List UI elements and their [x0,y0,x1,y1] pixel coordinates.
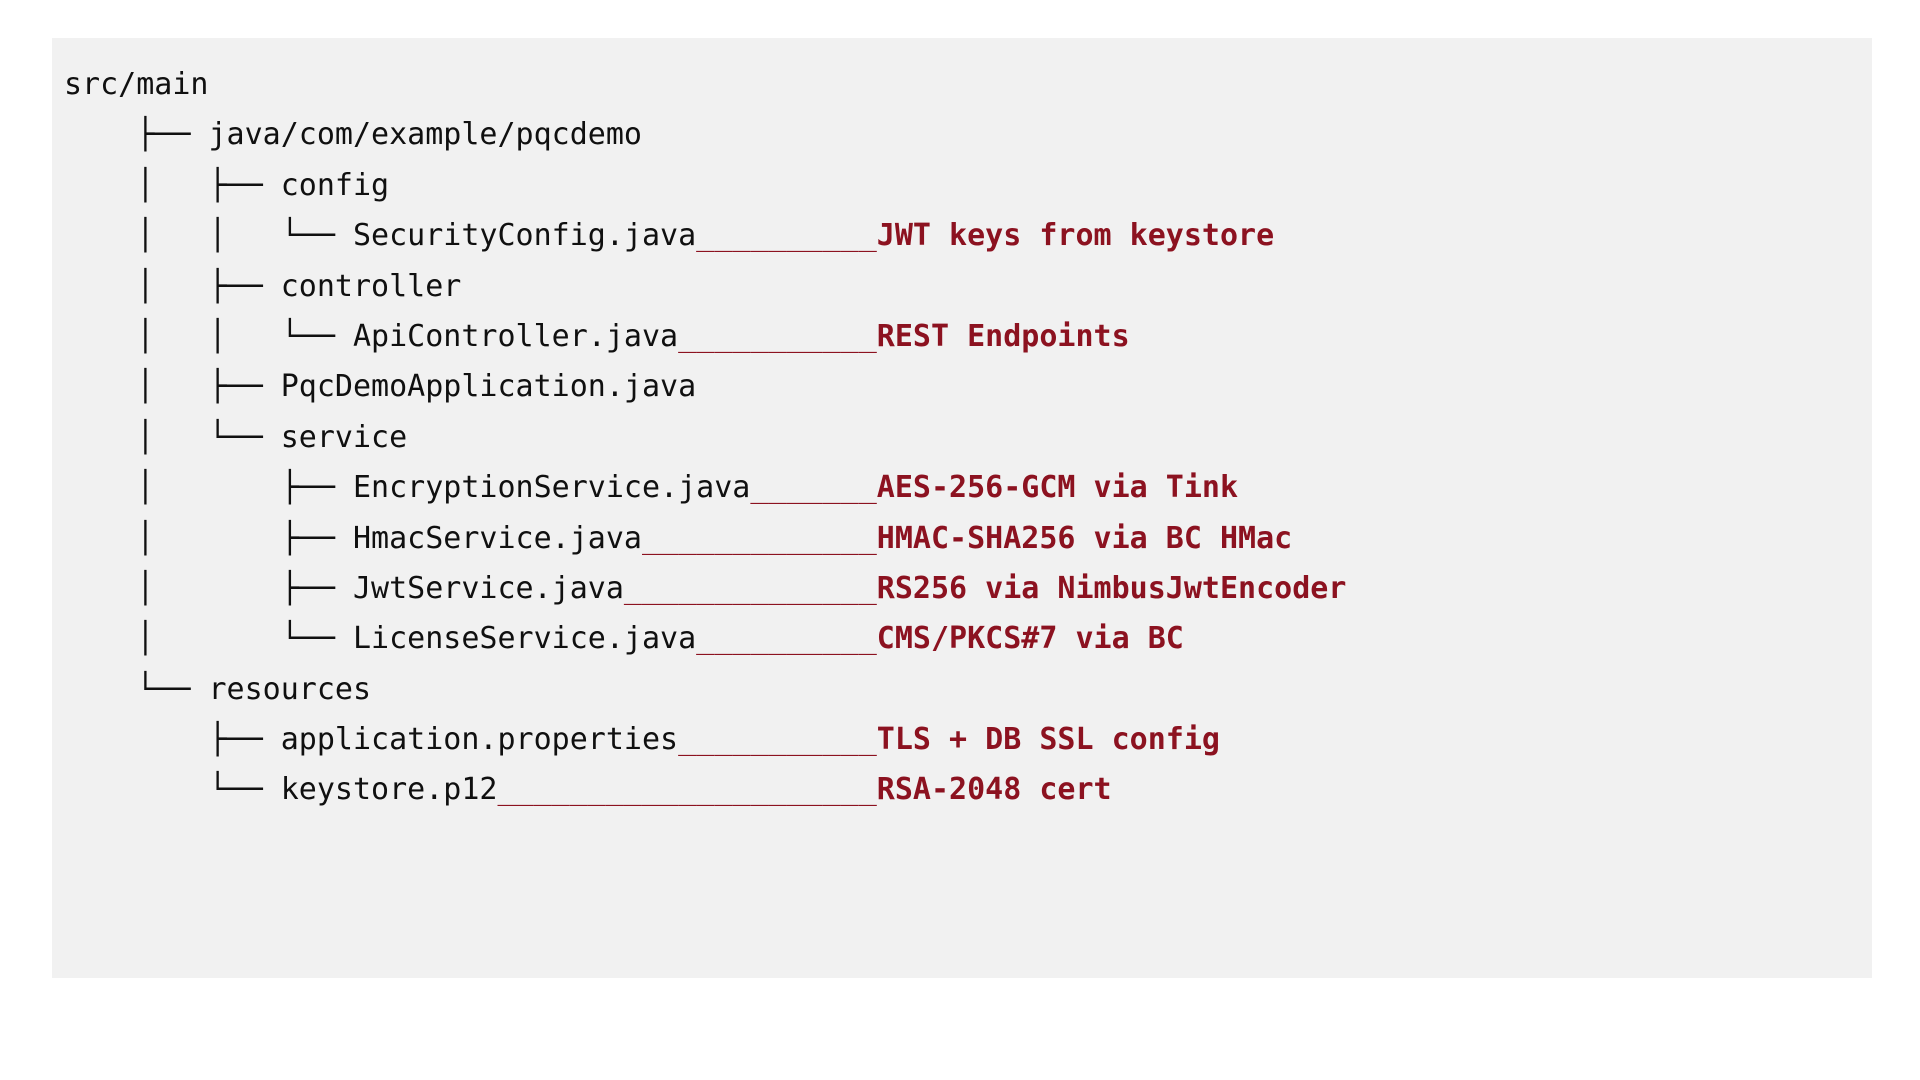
tree-row: └── keystore.p12_____________________RSA… [64,765,1346,815]
tree-entry-name: JwtService.java [352,570,624,606]
tree-entry-label: │ ├── [64,520,353,556]
tree-entry-name: application.properties [280,722,679,758]
tree-entry-label: │ └── [64,621,353,657]
annotation-leader-rule: ___________ [678,318,877,354]
annotation-text: RSA-2048 cert [876,772,1112,808]
tree-entry-name: config [280,167,390,203]
annotation-leader-rule: __________ [696,218,877,254]
tree-entry-label: │ ├── [64,570,353,606]
tree-entry-name: SecurityConfig.java [352,218,697,254]
tree-entry-label: │ ├── [64,167,281,203]
tree-entry-label: └── [64,772,281,808]
annotation-text: TLS + DB SSL config [876,722,1220,758]
tree-row: ├── java/com/example/pqcdemo [64,110,1346,160]
annotation-leader-rule: ______________ [623,570,877,606]
annotation-text: REST Endpoints [876,318,1130,354]
annotation-leader-rule: ___________ [678,722,877,758]
tree-row: └── resources [64,665,1346,715]
tree-row: │ ├── JwtService.java______________RS256… [64,564,1346,614]
tree-row: │ ├── config [64,161,1346,211]
annotation-leader-rule: __________ [696,621,877,657]
tree-row: │ ├── HmacService.java_____________HMAC-… [64,514,1346,564]
tree-entry-label: │ │ └── [64,318,353,354]
tree-entry-name: EncryptionService.java [352,470,751,506]
tree-entry-name: src/main [64,67,209,102]
tree-row: │ ├── PqcDemoApplication.java [64,362,1346,412]
tree-entry-name: service [280,419,408,455]
tree-entry-name: controller [280,268,462,304]
annotation-text: AES-256-GCM via Tink [876,470,1239,506]
tree-entry-label: │ ├── [64,369,281,405]
tree-entry-name: resources [208,671,372,707]
annotation-leader-rule: _______ [750,470,877,506]
tree-entry-name: HmacService.java [352,520,642,556]
tree-row: │ │ └── ApiController.java___________RES… [64,312,1346,362]
tree-entry-label: │ ├── [64,268,281,304]
tree-entry-label: ├── [64,117,209,153]
annotation-text: CMS/PKCS#7 via BC [876,621,1184,657]
tree-entry-name: java/com/example/pqcdemo [208,117,642,153]
tree-row: │ └── LicenseService.java__________CMS/P… [64,614,1346,664]
tree-entry-label: │ ├── [64,470,353,506]
tree-entry-name: LicenseService.java [352,621,697,657]
tree-entry-name: PqcDemoApplication.java [280,369,697,405]
tree-entry-name: ApiController.java [352,318,679,354]
tree-row: src/main [64,60,1346,110]
annotation-text: HMAC-SHA256 via BC HMac [876,520,1293,556]
code-panel: src/main ├── java/com/example/pqcdemo │ … [52,38,1872,978]
tree-entry-name: keystore.p12 [280,772,498,808]
tree-row: │ └── service [64,413,1346,463]
tree-entry-label: │ └── [64,419,281,455]
annotation-text: RS256 via NimbusJwtEncoder [876,570,1347,606]
annotation-leader-rule: _____________ [641,520,877,556]
tree-row: │ │ └── SecurityConfig.java__________JWT… [64,211,1346,261]
tree-entry-label: └── [64,671,209,707]
tree-entry-label: ├── [64,722,281,758]
tree-entry-label: │ │ └── [64,218,353,254]
directory-tree: src/main ├── java/com/example/pqcdemo │ … [52,38,1346,816]
tree-row: │ ├── EncryptionService.java_______AES-2… [64,463,1346,513]
tree-row: ├── application.properties___________TLS… [64,715,1346,765]
annotation-leader-rule: _____________________ [497,772,877,808]
tree-row: │ ├── controller [64,262,1346,312]
annotation-text: JWT keys from keystore [876,218,1275,254]
